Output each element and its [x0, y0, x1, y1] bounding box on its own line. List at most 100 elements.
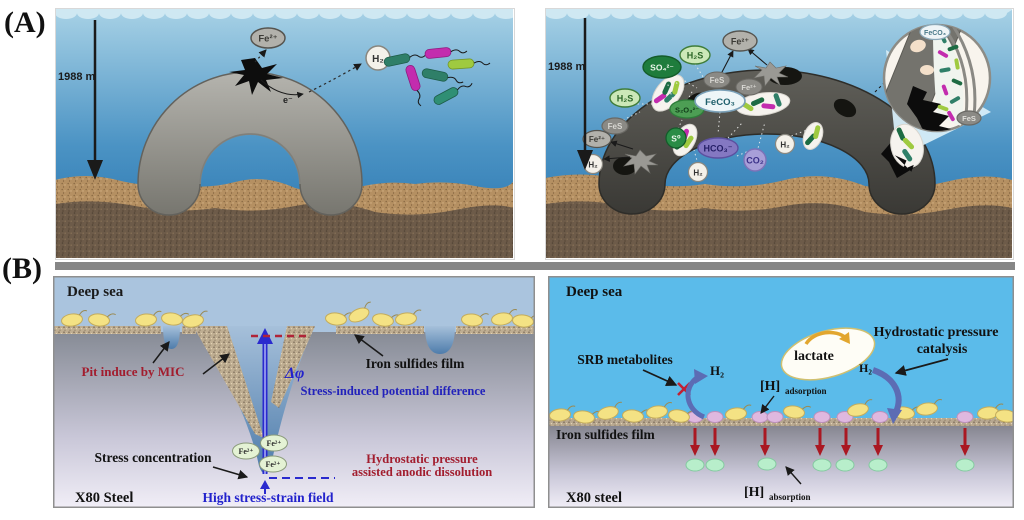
h-absorption-sub: absorption	[769, 492, 811, 502]
s2o3-label: S₂O₃²⁻	[675, 106, 699, 115]
pit-arrow	[152, 341, 170, 364]
fe2-label: Fe²⁺	[265, 460, 280, 469]
panel-b-left: Fe²⁺ Fe²⁺ Fe²⁺ Deep sea Pit induce by MI…	[53, 276, 535, 508]
fes-label: FeS	[608, 122, 623, 131]
absorbed-hydrogen-dots	[685, 457, 975, 472]
h2-label: H₂	[588, 161, 598, 170]
lactate-cycle-arrow	[804, 330, 848, 346]
hydrostatic-catalysis-line1: Hydrostatic pressure	[874, 325, 999, 340]
panel-divider	[55, 262, 1015, 270]
lactate-cycle-arrowhead	[839, 332, 850, 344]
fes-crystal-icon	[753, 61, 789, 87]
depth-label: 1988 m	[548, 61, 586, 73]
pit-hole	[920, 65, 934, 75]
fe2-dissolution-bubbles: Fe²⁺ Fe²⁺ Fe²⁺	[232, 434, 288, 473]
fe2-label: Fe²⁺	[266, 439, 281, 448]
h-absorption-brackets: [H]	[744, 485, 764, 500]
biofilm-patch	[890, 123, 924, 172]
seabed-sediment	[545, 201, 1012, 258]
depth-arrowhead	[577, 150, 593, 170]
absorption-arrow	[785, 466, 802, 485]
water-surface-ripples	[55, 8, 513, 19]
delta-phi-label: Δφ	[284, 365, 304, 382]
iron-sulfides-film-label: Iron sulfides film	[556, 427, 656, 442]
h-adsorption-brackets: [H]	[760, 379, 780, 394]
panel-a-right: FeS Fe²⁺ Fe²⁺ H₂S SO₄²⁻ H₂S FeS Fe²⁺ H₂ …	[545, 8, 1012, 258]
deep-sea-label: Deep sea	[566, 284, 623, 300]
crack-icon	[229, 58, 283, 95]
hydrostatic-catalysis-line2: catalysis	[917, 342, 968, 357]
h2-to-surface-arrow	[871, 367, 902, 414]
water-surface-ripples	[545, 8, 1012, 19]
fe2-bubble	[250, 27, 286, 49]
pipe-inner-shade	[199, 133, 301, 185]
x80-steel-label: X80 steel	[566, 490, 622, 506]
feco3-label: FeCO₃	[924, 30, 946, 37]
x80-steel-body	[548, 423, 1014, 508]
panel-b-letter: (B)	[2, 252, 42, 285]
fe2-label: Fe²⁺	[258, 34, 277, 45]
depth-label: 1988 m	[58, 71, 96, 83]
fes-crystal-icon	[623, 149, 659, 175]
h2-to-surface-arrowhead	[887, 408, 902, 424]
adsorption-arrow	[760, 395, 775, 414]
biofilm-patch	[802, 122, 824, 150]
high-stress-label: High stress-strain field	[203, 490, 334, 505]
s0-label: S⁰	[671, 134, 681, 144]
co2-label: CO₂	[746, 156, 764, 166]
tip-up-arrowhead	[260, 480, 270, 489]
h2-generation-arrowhead	[694, 369, 708, 384]
crack-icon	[907, 86, 955, 131]
h-adsorption-sub: adsorption	[785, 386, 827, 396]
fe2-label: Fe²⁺	[731, 37, 750, 47]
so4-label: SO₄²⁻	[650, 63, 674, 73]
connector-lines	[622, 63, 808, 165]
h2-label: H₂	[859, 361, 872, 375]
pit-mic-label: Pit induce by MIC	[82, 364, 185, 379]
srb-arrow	[642, 369, 678, 387]
fe2-label: Fe²⁺	[589, 135, 605, 144]
mic-pit-small	[425, 326, 455, 354]
electron-path-arrow	[260, 79, 304, 99]
fes-on-pipe-bubble	[703, 71, 731, 89]
h2-label: H₂	[710, 363, 724, 378]
hydrostatic-label-line2: assisted anodic dissolution	[352, 465, 492, 479]
h2-label: H₂	[780, 141, 790, 150]
hydrostatic-label-line1: Hydrostatic pressure	[366, 452, 478, 466]
electron-label: e⁻	[283, 95, 293, 105]
iron-sulfides-film-label: Iron sulfides film	[366, 356, 466, 371]
feco3-label: FeCO₃	[705, 97, 735, 108]
x80-steel-label: X80 Steel	[75, 490, 133, 506]
fe2-on-pipe-bubble	[735, 78, 763, 96]
depth-arrowhead	[87, 160, 103, 180]
h2s-label: H₂S	[687, 51, 704, 61]
srb-cell: lactate H₂	[780, 327, 876, 381]
h2-generation-arrow	[685, 374, 706, 420]
stress-induced-label: Stress-induced potential difference	[301, 384, 486, 398]
srb-metabolites-label: SRB metabolites	[577, 352, 673, 367]
h2-label: H₂	[693, 169, 703, 178]
panel-a-left: Fe²⁺ e⁻ H₂ 1988 m	[55, 8, 513, 258]
film-arrow	[354, 334, 384, 357]
hco3-label: HCO₃⁻	[704, 144, 733, 154]
iron-sulfides-film-band	[53, 326, 535, 438]
pit-hole	[910, 39, 926, 53]
h2s-label: H₂S	[617, 94, 634, 104]
stress-arrow	[212, 466, 249, 480]
fe2-label: Fe²⁺	[238, 447, 253, 456]
h2-label: H₂	[372, 54, 384, 65]
fes-label: FeS	[710, 76, 725, 85]
fe2-label: Fe²⁺	[741, 83, 756, 92]
stress-concentration-label: Stress concentration	[94, 450, 212, 465]
iron-sulfides-film-band	[548, 418, 1014, 426]
panel-b-right: SRB metabolites H₂ lactate H₂ Hydrostati…	[548, 276, 1014, 508]
corrosion-patch	[833, 98, 857, 118]
pit-wall-arrow	[202, 353, 230, 375]
fes-label: FeS	[962, 114, 976, 123]
deep-sea-label: Deep sea	[67, 284, 124, 300]
lactate-label: lactate	[794, 349, 834, 364]
hydrogen-permeation-arrows	[690, 428, 970, 456]
catalysis-arrow	[894, 358, 949, 376]
deep-sea-water	[548, 276, 1014, 423]
